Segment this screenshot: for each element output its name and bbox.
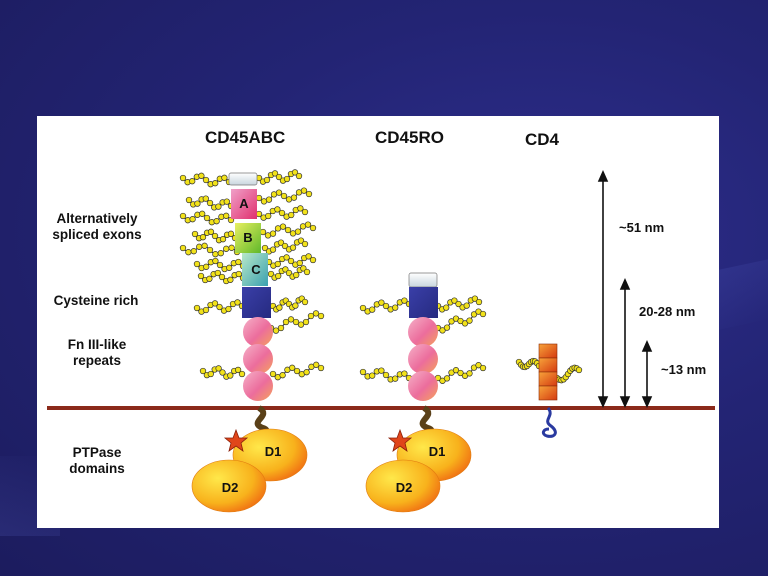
cd4-domain [538, 385, 558, 401]
label-line: Alternatively [56, 211, 138, 226]
phosphorylation-star [223, 428, 249, 452]
title-cd45abc: CD45ABC [205, 128, 286, 147]
cd45ro-d1-label: D1 [429, 444, 446, 459]
exon-b-box [235, 223, 261, 253]
measure-20-28nm: 20-28 nm [639, 304, 696, 319]
cd4-molecule [538, 343, 558, 438]
cd4-tail [541, 407, 557, 438]
fn-repeat [243, 371, 273, 401]
exon-b-label: B [243, 230, 252, 245]
cap-domain [408, 272, 438, 288]
ptpase-d2 [365, 459, 441, 513]
label-line: repeats [72, 353, 122, 368]
cell-membrane [47, 406, 715, 410]
cd45abc-d2-label: D2 [222, 480, 239, 495]
label-ptpase-domains: PTPase domains [47, 445, 147, 477]
label-line: Fn III-like [67, 337, 127, 352]
fn-repeat [243, 317, 273, 347]
ptpase-d2 [191, 459, 267, 513]
cd4-domain [538, 343, 558, 359]
label-cysteine-rich: Cysteine rich [53, 293, 139, 308]
diagram-svg: A B C D1 D2 D1 D2 [47, 169, 715, 513]
label-line: PTPase [72, 445, 122, 460]
cd45ro-molecule [365, 272, 472, 513]
cap-domain [228, 172, 258, 186]
label-line: spliced exons [52, 227, 142, 242]
cd4-domain [538, 357, 558, 373]
arrow-13nm [641, 340, 653, 408]
cd45abc-d1-label: D1 [265, 444, 282, 459]
arrow-51nm [597, 170, 609, 408]
exon-c-label: C [251, 262, 261, 277]
fn-repeat [243, 344, 273, 374]
glycan-chains [179, 169, 583, 384]
exon-a-box [231, 189, 257, 219]
label-fn-iii-repeats: Fn III-like repeats [47, 337, 147, 369]
phosphorylation-star [387, 428, 413, 452]
cysteine-rich-domain [242, 287, 271, 318]
fn-repeat [408, 371, 438, 401]
fn-repeat [408, 317, 438, 347]
diagram-panel: A B C D1 D2 D1 D2 CD45ABC CD45RO CD4 Alt… [37, 116, 719, 528]
measurement-arrows [597, 170, 653, 408]
exon-a-label: A [239, 196, 249, 211]
fn-repeat [408, 344, 438, 374]
cysteine-rich-domain [409, 287, 438, 318]
cd45ro-d2-label: D2 [396, 480, 413, 495]
title-cd45ro: CD45RO [375, 128, 444, 147]
title-cd4: CD4 [525, 130, 560, 149]
measure-13nm: ~13 nm [661, 362, 707, 377]
exon-c-box [242, 253, 268, 286]
cd4-domain [538, 371, 558, 387]
label-line: domains [69, 461, 125, 476]
measure-51nm: ~51 nm [619, 220, 665, 235]
cd45abc-molecule [191, 172, 308, 513]
label-alternatively-spliced-exons: Alternatively spliced exons [47, 211, 147, 243]
arrow-20-28nm [619, 278, 631, 408]
